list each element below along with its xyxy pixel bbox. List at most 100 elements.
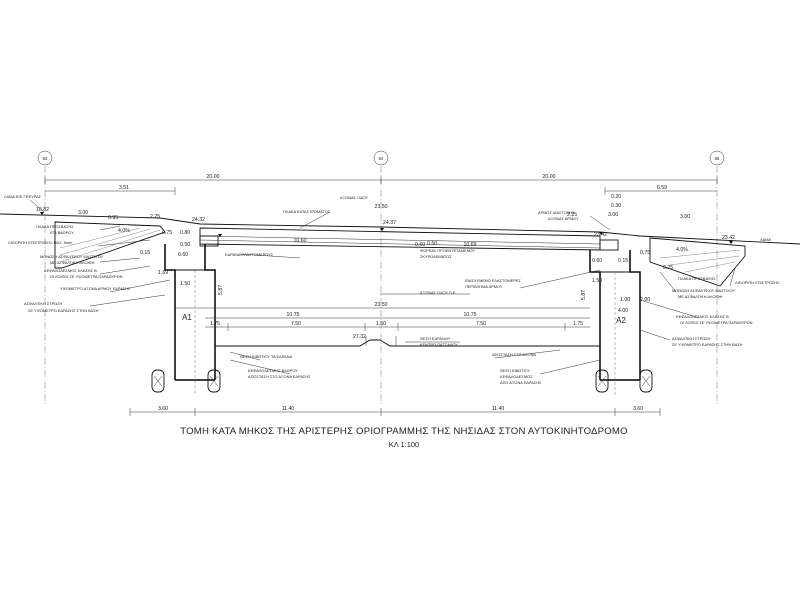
note-right-5: ΚΕΦΑΛΟΔΕΣΜΟΣ ΚΛΑΣΗΣ Β [676, 314, 729, 319]
sdim-12: 0.50 [427, 241, 437, 247]
sdim-21: 4.0% [676, 247, 688, 253]
note-left-8: ΥΨΟΜΕΤΡΟ ΑΞΟΝΑ ΑΡΜΟΥ ΕΔΡΑΣΗΣ [60, 286, 131, 291]
note-right-3: ΜΕ ΑΣΦΑΛΤΙΚΗ ΑΛΟΙΦΗ [678, 294, 723, 299]
sdim-26: 0.60 [592, 258, 602, 264]
note-left-7: ΛΙΘΟΡΙΠΗ ΕΠΙΣΤΡΩΣΗΣ ΠΑΧ. 5mm [8, 240, 72, 245]
sdim-24: 3.00 [680, 214, 690, 220]
elev-5: 23.42 [722, 235, 735, 241]
grid-label-64: 64 [379, 156, 384, 161]
dim-slab-total: 23.50 [375, 204, 388, 210]
dim-mid-b: 7.50 [291, 321, 301, 327]
sdim-8: 0.15 [140, 250, 150, 256]
dim-mid-left: 10.75 [287, 312, 300, 318]
note-left-3: ΜΟΝΩΣΗ ΑΣΦΑΛΤΙΚΟΥ ΜΑΣΤΙΧΟΥ [40, 254, 104, 259]
note-bot-9: ΑΠΟ ΑΞΟΝΑ ΕΔΡΑΣΗΣ [500, 380, 542, 385]
small-dimensions: 3.00 0.95 2.25 4.0% 0.75 0.80 0.50 0.60 … [78, 194, 690, 314]
note-mid-6: ΣΚΥΡΟΔΕΜΑΤΟΣ [420, 254, 452, 259]
note-bot-3: ΑΠΟΣΤΑΣΗ ΣΤΟ ΑΞΟΝΑ ΕΔΡΑΣΗΣ [248, 374, 311, 379]
elev-3: 24.37 [383, 220, 396, 226]
note-bot-2: ΚΕΦΑΛΟΔΕΣΜΟΣ ΒΑΘΡΟΥ [248, 368, 298, 373]
note-bot-6: ΑΠΟΣΤΑΣΗ ΣΤΟ ΑΞΟΝΑ [492, 352, 536, 357]
grid-label-63: 63 [43, 156, 48, 161]
dim-mid-c: 1.50 [376, 321, 386, 327]
elevations: 18.82 24.32 24.37 23.42 23.42 27.32 [36, 207, 735, 340]
note-mid-9: ΕΝΙΣΧΥΜΕΝΟ ΕΛΑΣΤΟΜΕΡΕΣ [465, 278, 521, 283]
note-bot-1: ΘΕΣΗ ΚΙΒΩΤΙΟΥ ΤΑ ΕΔΡΑΝΑ [240, 354, 292, 359]
sdim-1: 0.95 [108, 215, 118, 221]
sdim-19: 1.00 [620, 297, 630, 303]
grid-axes: 63 64 65 [37, 150, 725, 405]
note-left-1: ΠΛΑΚΑ ΠΡΟΣΒΑΣΗΣ [36, 224, 74, 229]
note-mid-8: ΑΞΟΝΑΣ ΟΔΟΥ Π.Ε. [420, 290, 457, 295]
note-mid-4: ΑΞΟΝΑΣ ΟΔΟΥ [340, 195, 368, 200]
sdim-18: 0.15 [618, 258, 628, 264]
dim-left-end: 3.51 [119, 185, 129, 191]
sdim-15: 0.30 [611, 203, 621, 209]
sdim-22: 0.25 [663, 265, 673, 271]
note-left-9: ΑΣΦΑΛΤΙΚΗ ΣΤΡΩΣΗ [24, 301, 63, 306]
note-right-6: ΟΙ ΛΟΙΠΟΙ ΣΕ ΥΨΟΜΕΤΡΑ ΠΑΡΑΘΥΡΩΝ [680, 320, 753, 325]
elev-4: 23.42 [594, 232, 607, 238]
note-bot-5: ΚΕΝΤΡΟ ΠΑΣΣΑΛΟΥ [420, 342, 458, 347]
sdim-27: 5.87 [218, 285, 224, 295]
note-left-top: ΛΑΜΑ ΕΠΙ ΓΕΦΥΡΑΣ [4, 194, 42, 199]
dim-bot-c: 11.40 [492, 406, 505, 412]
dim-span-right: 20.00 [543, 174, 556, 180]
dim-span-left: 20.00 [207, 174, 220, 180]
support-label-a2: A2 [616, 316, 626, 325]
note-mid-5: ΦΟΡΕΑΣ ΠΡΟΕΝΤΕΤΑΜΕΝΟΥ [420, 248, 475, 253]
dim-mid-total: 23.50 [375, 302, 388, 308]
note-right-1: ΠΛΑΚΑ ΠΡΟΣΒΑΣΗΣ [678, 276, 716, 281]
sdim-9: 1.69 [158, 270, 168, 276]
mid-dimensions: 23.50 10.75 10.75 1.75 7.50 1.50 7.50 1.… [175, 302, 600, 347]
note-right-4: ΛΙΘΟΡΙΠΗ ΕΠΙΣΤΡΩΣΗΣ [735, 280, 780, 285]
grid-bubble-64 [373, 150, 389, 166]
top-dimensions: 20.00 20.00 3.51 6.59 [44, 174, 718, 195]
sdim-4: 0.75 [162, 230, 172, 236]
note-mid-3: ΠΛΑΚΑ ΚΑΤΑΣΤΡΩΜΑΤΟΣ [283, 209, 331, 214]
dim-bot-a: 3.60 [158, 406, 168, 412]
grid-label-65: 65 [715, 156, 720, 161]
sdim-6: 0.50 [180, 242, 190, 248]
note-mid-10: ΠΕΡΙΒΛΗΜΑ ΑΡΜΟΥ [465, 284, 503, 289]
support-label-a1: A1 [182, 313, 192, 322]
sdim-13: 2.25 [567, 212, 577, 218]
dim-slab-left: 10.60 [294, 238, 307, 244]
elev-1: 18.82 [36, 207, 49, 213]
slab-dimensions: 10.60 10.69 23.50 [199, 204, 601, 249]
sdim-11: 0.60 [415, 242, 425, 248]
note-right-top: ΛΑΜΑ [760, 237, 771, 242]
sdim-25: 1.50 [592, 278, 602, 284]
note-mid-1: ΑΡΜΟΣ ΔΙΑΣΤΟΛΗΣ [538, 210, 575, 215]
sdim-14: 3.00 [608, 212, 618, 218]
dim-mid-a: 1.75 [210, 321, 220, 327]
elev-6: 27.32 [353, 334, 366, 340]
sdim-28: 5.87 [581, 290, 587, 300]
notes: ΛΑΜΑ ΕΠΙ ΓΕΦΥΡΑΣ ΠΛΑΚΑ ΠΡΟΣΒΑΣΗΣ ΕΠΙ ΒΑΘ… [4, 194, 780, 385]
dim-mid-d: 7.50 [476, 321, 486, 327]
dim-bot-d: 3.60 [633, 406, 643, 412]
bottom-dimensions: 3.60 11.40 11.40 3.60 [129, 406, 661, 416]
note-mid-2: ΑΞΟΝΑΣ ΑΡΜΟΥ [548, 216, 579, 221]
sdim-5: 0.80 [180, 230, 190, 236]
dim-mid-right: 10.75 [464, 312, 477, 318]
elev-2: 24.32 [192, 217, 205, 223]
dim-slab-right: 10.69 [464, 242, 477, 248]
note-left-10: ΣΕ ΥΨΟΜΕΤΡΟ ΕΔΡΑΣΗΣ ΣΤΗΝ ΒΑΣΗ [28, 308, 99, 313]
sdim-2: 2.25 [150, 214, 160, 220]
note-left-2: ΕΠΙ ΒΑΘΡΟΥ [50, 230, 74, 235]
note-left-5: ΚΕΦΑΛΟΔΕΣΜΟΣ ΚΛΑΣΗΣ Β [44, 268, 97, 273]
note-bot-7: ΘΕΣΗ ΚΙΒΩΤΙΟΥ [500, 368, 530, 373]
note-right-7: ΑΣΦΑΛΤΙΚΗ ΣΤΡΩΣΗ [672, 336, 711, 341]
sdim-16: 0.20 [611, 194, 621, 200]
note-left-6: ΟΙ ΛΟΙΠΟΙ ΣΕ ΥΨΟΜΕΤΡΑ ΠΑΡΑΘΥΡΩΝ [50, 274, 123, 279]
drawing-scale: ΚΛ 1:100 [389, 440, 419, 449]
piles [151, 369, 653, 393]
sdim-7: 0.60 [178, 252, 188, 258]
drawing-title: ΤΟΜΗ ΚΑΤΑ ΜΗΚΟΣ ΤΗΣ ΑΡΙΣΤΕΡΗΣ ΟΡΙΟΓΡΑΜΜΗ… [180, 426, 628, 437]
sdim-23: 4.00 [618, 308, 628, 314]
abutment-a2 [589, 239, 641, 395]
grid-bubble-63 [37, 150, 53, 166]
dim-right-end: 6.59 [657, 185, 667, 191]
